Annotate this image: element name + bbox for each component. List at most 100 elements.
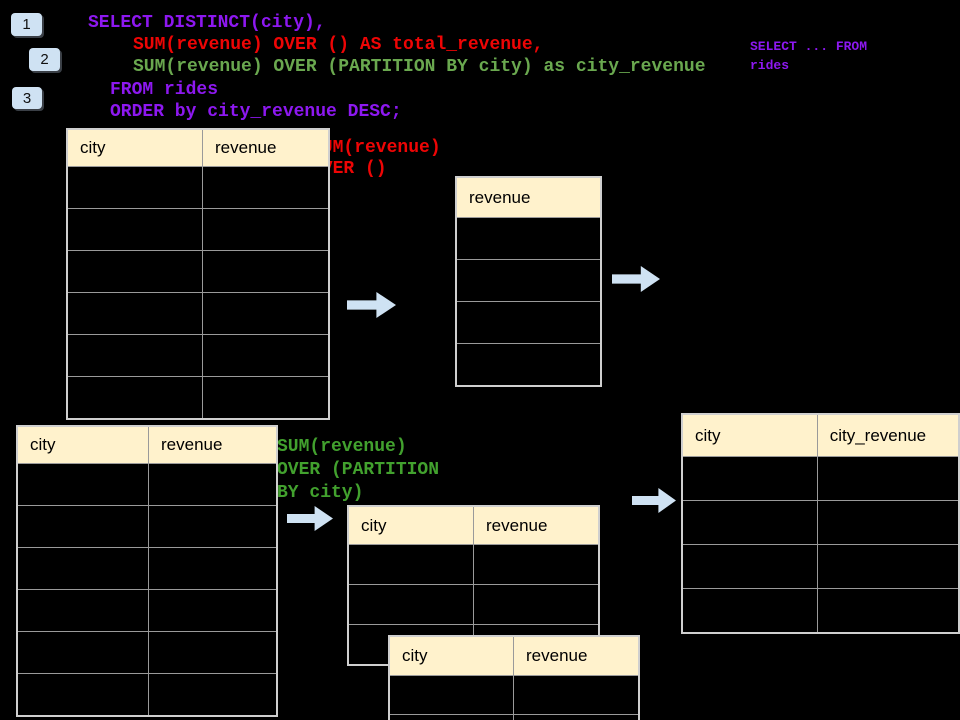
empty-cell: [513, 714, 640, 720]
table-row: [455, 217, 602, 260]
empty-cell: [455, 259, 602, 302]
column-header: city: [16, 425, 149, 464]
empty-cell: [148, 547, 278, 590]
table-row: [66, 208, 330, 251]
table-row: [388, 675, 640, 715]
sql-line-sum-over-partition: SUM(revenue) OVER (PARTITION BY city) as…: [133, 57, 706, 77]
empty-cell: [148, 589, 278, 632]
column-header: revenue: [148, 425, 278, 464]
empty-cell: [816, 500, 960, 545]
arrow-right-icon: [347, 292, 396, 318]
empty-cell: [816, 588, 960, 634]
empty-cell: [202, 250, 330, 293]
empty-cell: [16, 547, 149, 590]
empty-cell: [66, 250, 203, 293]
table-row: [66, 376, 330, 420]
sql-line-order-by: ORDER by city_revenue DESC;: [110, 102, 402, 122]
empty-cell: [148, 463, 278, 506]
empty-cell: [16, 673, 149, 717]
table-row: [16, 547, 278, 590]
column-header: city_revenue: [816, 413, 960, 457]
table-row: [455, 343, 602, 387]
arrow-right-icon: [612, 266, 660, 292]
table-row: [388, 714, 640, 720]
table-row: [16, 673, 278, 717]
empty-cell: [816, 456, 960, 501]
arrow-right-icon: [287, 506, 333, 531]
column-header: city: [66, 128, 203, 167]
empty-cell: [681, 544, 818, 589]
empty-cell: [681, 456, 818, 501]
empty-cell: [66, 376, 203, 420]
empty-cell: [66, 166, 203, 209]
empty-cell: [473, 584, 600, 625]
empty-cell: [681, 588, 818, 634]
annotation-sum-over-total: SUM(revenue) OVER (): [311, 138, 441, 179]
empty-cell: [202, 334, 330, 377]
sql-line-sum-over-total: SUM(revenue) OVER () AS total_revenue,: [133, 35, 544, 55]
annotation-sum-over-partition: SUM(revenue) OVER (PARTITION BY city): [277, 437, 440, 503]
table-row: [66, 292, 330, 335]
table-row: [66, 250, 330, 293]
table-row: [681, 456, 960, 501]
empty-cell: [148, 505, 278, 548]
side-note-select-from-rides: SELECT ... FROM rides: [750, 39, 868, 73]
column-header: city: [388, 635, 514, 676]
table-row: [681, 544, 960, 589]
empty-cell: [388, 714, 514, 720]
empty-cell: [816, 544, 960, 589]
empty-cell: [202, 208, 330, 251]
empty-cell: [202, 376, 330, 420]
column-header: city: [681, 413, 818, 457]
column-header: revenue: [455, 176, 602, 218]
step-badge-2: 2: [29, 48, 60, 71]
empty-cell: [148, 631, 278, 674]
empty-cell: [66, 292, 203, 335]
table-row: [347, 584, 600, 625]
empty-cell: [16, 505, 149, 548]
column-header: city: [347, 505, 474, 545]
table-row: [455, 301, 602, 344]
column-header: revenue: [513, 635, 640, 676]
empty-cell: [16, 463, 149, 506]
empty-cell: [388, 675, 514, 715]
table-total-revenue-result: revenue: [455, 176, 602, 387]
empty-cell: [148, 673, 278, 717]
empty-cell: [16, 589, 149, 632]
empty-cell: [347, 584, 474, 625]
table-row: [16, 589, 278, 632]
empty-cell: [16, 631, 149, 674]
empty-cell: [202, 292, 330, 335]
sql-line-select: SELECT DISTINCT(city),: [88, 13, 326, 33]
empty-cell: [681, 500, 818, 545]
table-row: [681, 588, 960, 634]
empty-cell: [513, 675, 640, 715]
table-row: [16, 463, 278, 506]
table-row: [66, 166, 330, 209]
empty-cell: [66, 334, 203, 377]
column-header: revenue: [473, 505, 600, 545]
table-row: [16, 505, 278, 548]
table-row: [16, 631, 278, 674]
empty-cell: [347, 544, 474, 585]
table-row: [455, 259, 602, 302]
table-row: [66, 334, 330, 377]
empty-cell: [455, 343, 602, 387]
arrow-right-icon: [632, 488, 676, 513]
step-badge-3: 3: [12, 87, 42, 109]
empty-cell: [455, 217, 602, 260]
table-row: [681, 500, 960, 545]
empty-cell: [202, 166, 330, 209]
header-row: revenue: [455, 176, 602, 218]
sql-line-from: FROM rides: [110, 80, 219, 100]
